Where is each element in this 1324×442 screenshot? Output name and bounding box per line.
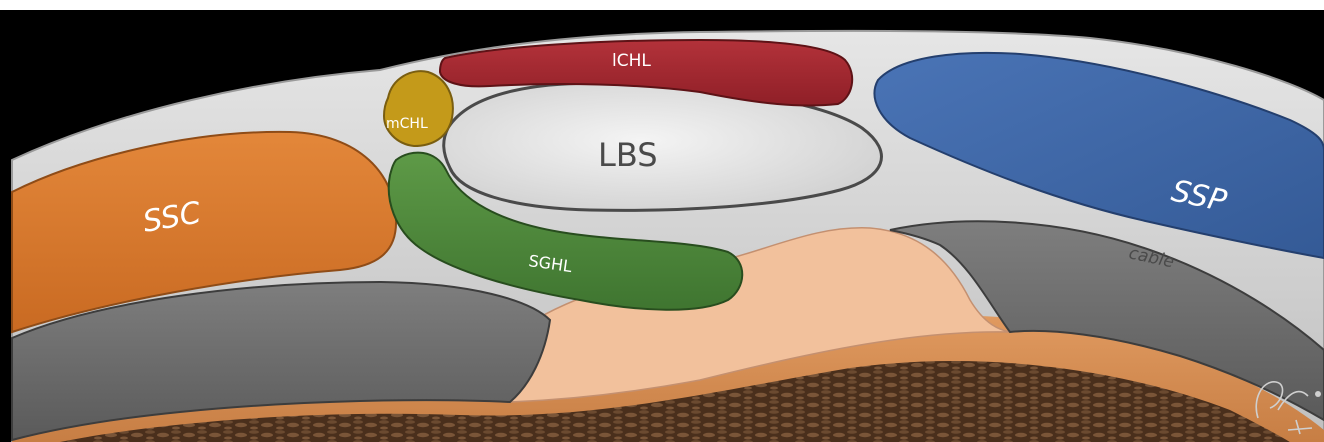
mchl-label: mCHL (386, 116, 428, 132)
lbs-label: LBS (598, 136, 658, 174)
white-border (0, 0, 1324, 10)
lchl-label: lCHL (612, 51, 651, 71)
mchl-ligament (384, 71, 453, 146)
